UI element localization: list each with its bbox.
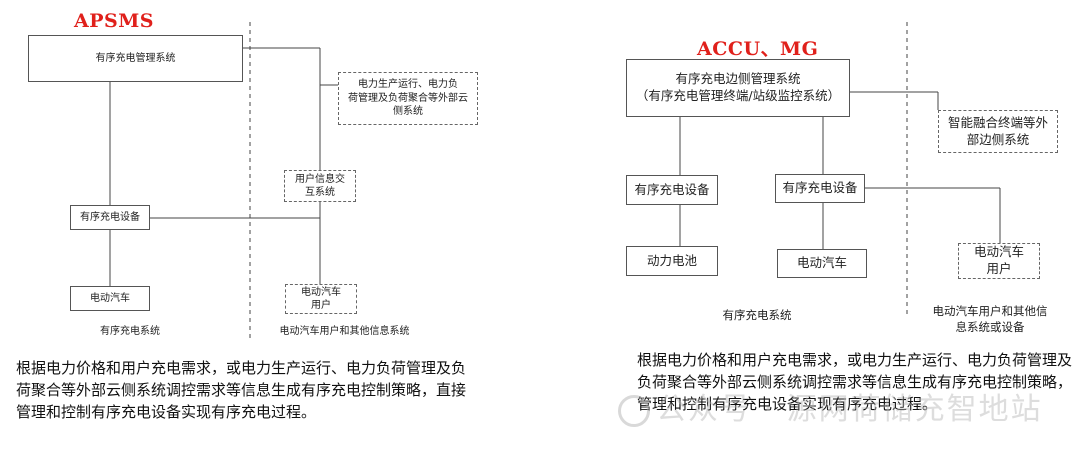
watermark-logo-icon	[618, 394, 650, 427]
right-battery-box: 动力电池	[626, 246, 718, 276]
watermark: 公众号 · 源网荷储充智地站	[618, 384, 1043, 428]
right-external-box: 智能融合终端等外 部边侧系统	[938, 110, 1058, 153]
right-label-users: 电动汽车用户和其他信 息系统或设备	[932, 304, 1048, 335]
right-device-box-2: 有序充电设备	[775, 174, 865, 203]
right-device-box-1: 有序充电设备	[626, 175, 718, 205]
left-label-users: 电动汽车用户和其他信息系统	[279, 326, 410, 337]
left-ev-user-box: 电动汽车 用户	[285, 284, 357, 314]
right-system-box: 有序充电边侧管理系统 （有序充电管理终端/站级监控系统）	[626, 59, 850, 117]
right-title: ACCU、MG	[697, 38, 819, 60]
left-ev-box: 电动汽车	[70, 286, 150, 311]
right-ev-box: 电动汽车	[777, 249, 867, 278]
left-user-info-box: 用户信息交 互系统	[284, 170, 356, 202]
watermark-text: 公众号 · 源网荷储充智地站	[656, 392, 1043, 427]
right-ev-user-box: 电动汽车 用户	[958, 243, 1040, 279]
left-description: 根据电力价格和用户充电需求，或电力生产运行、电力负荷管理及负荷聚合等外部云侧系统…	[16, 359, 467, 421]
left-device-box: 有序充电设备	[70, 205, 150, 230]
right-description: 根据电力价格和用户充电需求，或电力生产运行、电力负荷管理及负荷聚合等外部云侧系统…	[637, 351, 1073, 413]
left-title: APSMS	[74, 10, 155, 32]
right-label-system: 有序充电系统	[722, 308, 792, 322]
left-system-box: 有序充电管理系统	[28, 35, 243, 82]
left-external-box: 电力生产运行、电力负 荷管理及负荷聚合等外部云 侧系统	[338, 72, 478, 125]
left-label-system: 有序充电系统	[100, 326, 160, 337]
